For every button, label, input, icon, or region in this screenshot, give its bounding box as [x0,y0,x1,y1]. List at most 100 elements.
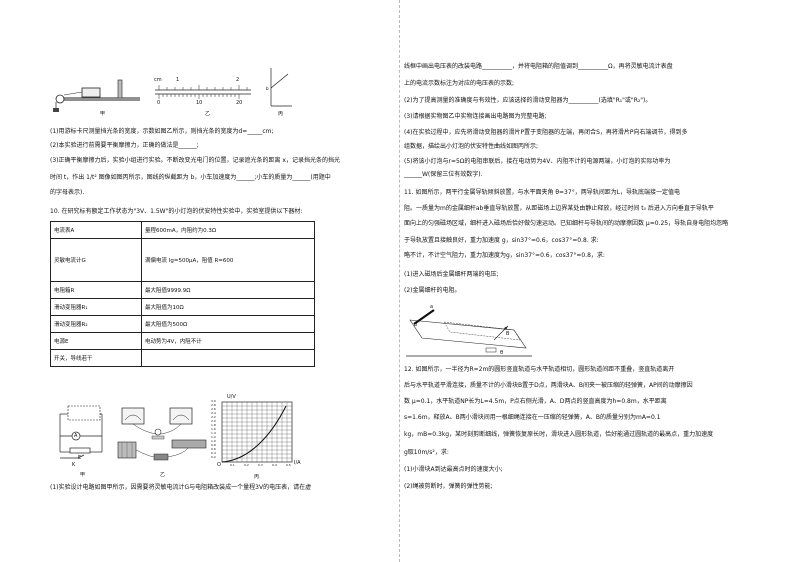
equipment-name: 滑动变阻器R₁ [50,298,142,316]
equipment-spec: 量程600mA，内阻约为0.3Ω [141,221,315,239]
ruler-bottom-tick-20: 20 [236,100,243,106]
r-line-9: 11. 如图所示，两平行金属导轨倾斜放置，与水平面夹角 θ=37°，两导轨间距为… [404,189,681,196]
r-line-11: 面向上的匀强磁场区域，细杆进入磁场后恰好做匀速运动。已知细杆与导轨间的动摩擦因数… [404,220,729,227]
equipment-name: 滑动变阻器R₂ [50,315,142,333]
q9-line-2: (2)本实验进行前需要平衡摩擦力，正确的做法是______; [50,142,199,149]
column-separator [399,0,400,562]
q12-line-6: g取10m/s²，求: [404,449,449,456]
q12-line-7: (1)小滑块A到达最高点时的速度大小; [404,466,503,473]
incline-label-b: b [414,322,418,328]
q12-line-5: kg，mB=0.3kg，某时刻剪断细线，弹簧恢复原长时，滑块进入圆形轨道，恰好能… [404,431,714,438]
figure-linear-graph: b [266,68,292,107]
svg-text:b: b [266,86,269,91]
y-tick-label: 0.6 [211,447,216,451]
circuit-label-a: A [74,433,78,439]
fig-label-bing: 丙 [278,111,284,117]
r-line-4: (3)请根据实物图乙中实物连接画出电路图为完整电路; [404,113,547,120]
ruler-bottom-tick-10: 10 [196,100,203,106]
incline-label-B: B [506,331,510,337]
y-tick-label: 1.8 [211,423,216,427]
ruler-top-tick-1: 1 [176,77,180,83]
r-line-14: (1)进入磁场后金属细杆两端的电压; [404,271,499,278]
fig-label-yi: 乙 [205,111,211,117]
figure-cart-track [53,79,140,112]
figure-vernier-caliper [155,85,251,99]
ruler-bottom-tick-0: 0 [157,100,161,106]
x-tick-label: 0.4 [272,463,277,467]
y-tick-label: 0.2 [211,455,216,459]
y-tick-label: 2.2 [211,415,216,419]
equipment-name: 灵敏电流计G [50,238,142,282]
r-line-6: 组数据，描绘出小灯泡的伏安特性曲线如图丙所示; [404,143,539,150]
fig-label-yi-2: 乙 [160,472,166,478]
equipment-spec: 最大阻值为500Ω [141,315,315,333]
q10-intro: 10. 在研究标有额定工作状态为"3V、1.5W"的小灯泡的伏安特性实验中，实验… [50,208,303,215]
r-line-1: 线框中画出电压表的改装电路__________，并将电阻箱的阻值调到______… [404,63,673,70]
y-tick-label: 2.6 [211,407,216,411]
y-tick-label: 0.4 [211,451,216,455]
x-tick-label: 0.2 [244,463,249,467]
equipment-name: 电流表A [50,221,142,239]
r-line-7: (5)将该小灯泡与r=5Ω的电阻串联后，接在电动势为4V、内阻不计的电源两端，小… [404,158,671,165]
fig-label-bing-2: 丙 [254,474,260,480]
figure-iv-curve [221,401,293,463]
ruler-top-tick-2: 2 [236,77,240,83]
r-line-5: (4)在实验过程中，应先将滑动变阻器的滑片P置于变阻器的左端，再闭合S，再将滑片… [404,129,688,136]
y-tick-label: 2.8 [211,403,216,407]
equipment-name: 电阻箱R [50,281,142,299]
y-tick-label: 2.0 [211,419,216,423]
x-tick-label: 0.3 [258,463,263,467]
x-tick-label: 0.5 [286,463,291,467]
q12-line-1: 12. 如图所示，一半径为R=2m的圆形竖直轨道与水平轨道相切，圆形轨道间距不重… [404,366,675,373]
fig-label-jia: 甲 [100,111,106,117]
q12-line-8: (2)绳被剪断时，弹簧的弹性势能; [404,483,493,490]
y-tick-label: 3.0 [211,399,216,403]
r-line-15: (2)金属细杆的电阻。 [404,287,461,294]
graph-origin: O [217,462,221,468]
y-tick-label: 1.4 [211,431,216,435]
q9-line-4: 时间 t，作出 1/t² 图像如图丙所示，图线的纵截距为 b，小车加速度为___… [50,174,331,181]
equipment-name: 电源E [50,332,142,350]
figure-incline-rails [406,309,532,357]
equipment-spec: 最大阻值9999.9Ω [141,281,315,299]
circuit-label-e: E [78,455,82,461]
figure-apparatus-photo [117,407,207,461]
y-tick-label: 1.2 [211,435,216,439]
equipment-spec [141,349,315,367]
q12-line-4: s=1.6m，释放A、B两小滑块间用一根细绳连接在一压缩的轻弹簧，A、B的质量分… [404,414,661,421]
graph-xlabel: I/A [294,460,301,466]
r-line-13: 略不计，不计空气阻力，重力加速度为g，sin37°=0.6，cos37°=0.8… [404,252,605,259]
q12-line-3: 数 μ=0.1，水平轨道NP长为L=4.5m，P点右侧光滑，A、D两点的竖直高度… [404,398,667,405]
r-line-10: 阻。一质量为m的金属细杆ab垂直导轨放置，从距磁场上边界某处由静止释放，经过时间… [404,205,714,212]
y-tick-label: 2.4 [211,411,216,415]
figure-circuit-diagram [59,405,103,459]
r-line-12: 于导轨放置且接触良好，重力加速度 g，sin37°=0.6，cos37°=0.8… [404,237,599,244]
r-line-2: 上的电流示数标注为对应的电压表的示数; [404,80,515,87]
graph-ylabel: U/V [227,394,236,400]
equipment-name: 开关，导线若干 [50,349,142,367]
r-line-8: ______W(保留三位有效数字). [404,171,483,178]
incline-label-theta: θ [500,350,504,356]
r-line-3: (2)为了提高测量的准确度与有效性，应该选择的滑动变阻器为__________(… [404,97,652,104]
y-tick-label: 0.8 [211,443,216,447]
q10-part-1: (1)实验设计电路如图甲所示，因需要将灵敏电流计G与电阻箱改装成一个量程3V的电… [50,484,312,491]
equipment-spec: 电动势为4V，内阻不计 [141,332,315,350]
q12-line-2: 后与水平轨道平滑连接，质量不计的小滑块B置于D点，两滑块A、B间夹一被压缩的轻弹… [404,382,693,389]
q9-line-5: 的字母表示). [50,189,85,196]
y-tick-label: 1.0 [211,439,216,443]
x-tick-label: 0.1 [230,463,235,467]
q9-line-3: (3)正确平衡摩擦力后，实验小组进行实验。不断改变光电门的位置，记录遮光条的距离… [50,157,340,164]
q9-line-1: (1)用游标卡尺测量挡光条的宽度，示数如图乙所示，则挡光条的宽度为d=_____… [50,128,274,135]
equipment-spec: 最大阻值为10Ω [141,298,315,316]
fig-label-jia-2: 甲 [80,472,86,478]
ruler-unit: cm [154,77,162,83]
y-tick-label: 1.6 [211,427,216,431]
circuit-label-k: K [72,462,76,468]
